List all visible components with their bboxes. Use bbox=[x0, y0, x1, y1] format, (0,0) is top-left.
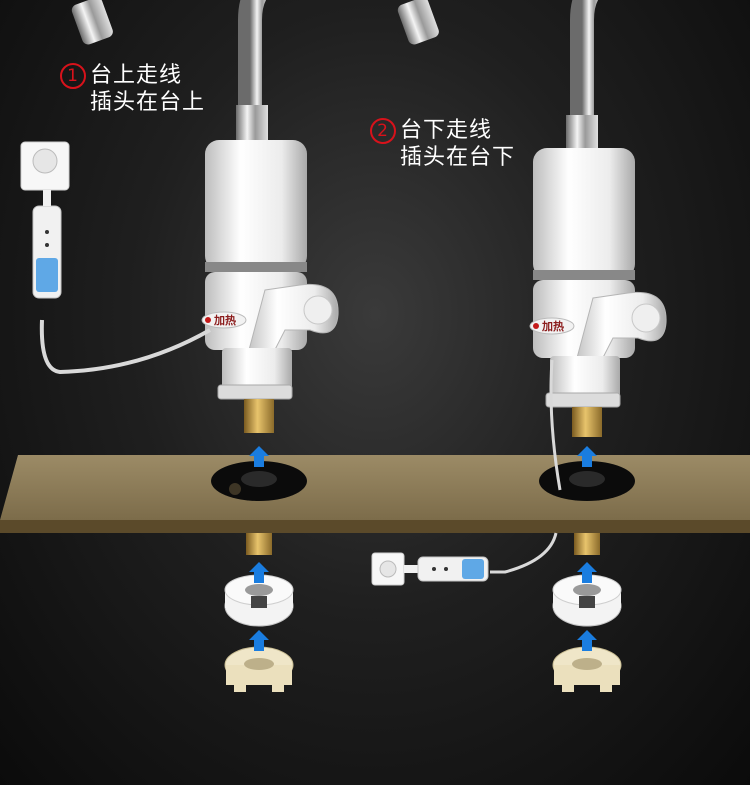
gooseneck-pipe bbox=[238, 0, 266, 120]
heat-badge: 加热 bbox=[529, 317, 575, 335]
arrow-up-icon bbox=[577, 630, 597, 651]
gooseneck-pipe bbox=[570, 0, 598, 130]
step-number-1: 1 bbox=[60, 63, 86, 89]
label-line2: 插头在台下 bbox=[400, 145, 516, 170]
arrow-up-icon bbox=[249, 630, 269, 651]
power-cord bbox=[39, 319, 211, 375]
countertop bbox=[0, 455, 750, 533]
locking-nut bbox=[552, 646, 622, 692]
white-nut bbox=[224, 574, 294, 627]
heat-badge: 加热 bbox=[201, 311, 247, 329]
locking-nut bbox=[224, 646, 294, 692]
heater-body bbox=[533, 148, 635, 278]
faucet-right: 加热 bbox=[397, 0, 667, 692]
spout-nozzle bbox=[397, 0, 439, 45]
arrow-up-icon bbox=[249, 562, 269, 583]
heat-badge-text: 加热 bbox=[541, 319, 564, 333]
heat-badge-text: 加热 bbox=[213, 313, 236, 327]
threaded-shank bbox=[572, 407, 602, 437]
arrow-up-icon bbox=[249, 446, 269, 467]
faucet-collar bbox=[236, 105, 268, 145]
arrow-up-icon bbox=[577, 446, 597, 467]
wall-socket-left bbox=[20, 141, 70, 299]
heater-body bbox=[205, 140, 307, 270]
step-number-2: 2 bbox=[370, 118, 396, 144]
label-line1: 台上走线 bbox=[90, 63, 183, 88]
arrow-up-icon bbox=[577, 562, 597, 583]
spout-nozzle bbox=[71, 0, 113, 45]
faucet-left: 加热 bbox=[39, 0, 339, 692]
wall-socket-right bbox=[371, 552, 489, 586]
threaded-shank bbox=[244, 399, 274, 433]
label-line1: 台下走线 bbox=[400, 118, 493, 143]
power-cord bbox=[490, 359, 562, 574]
label-line2: 插头在台上 bbox=[90, 90, 206, 115]
